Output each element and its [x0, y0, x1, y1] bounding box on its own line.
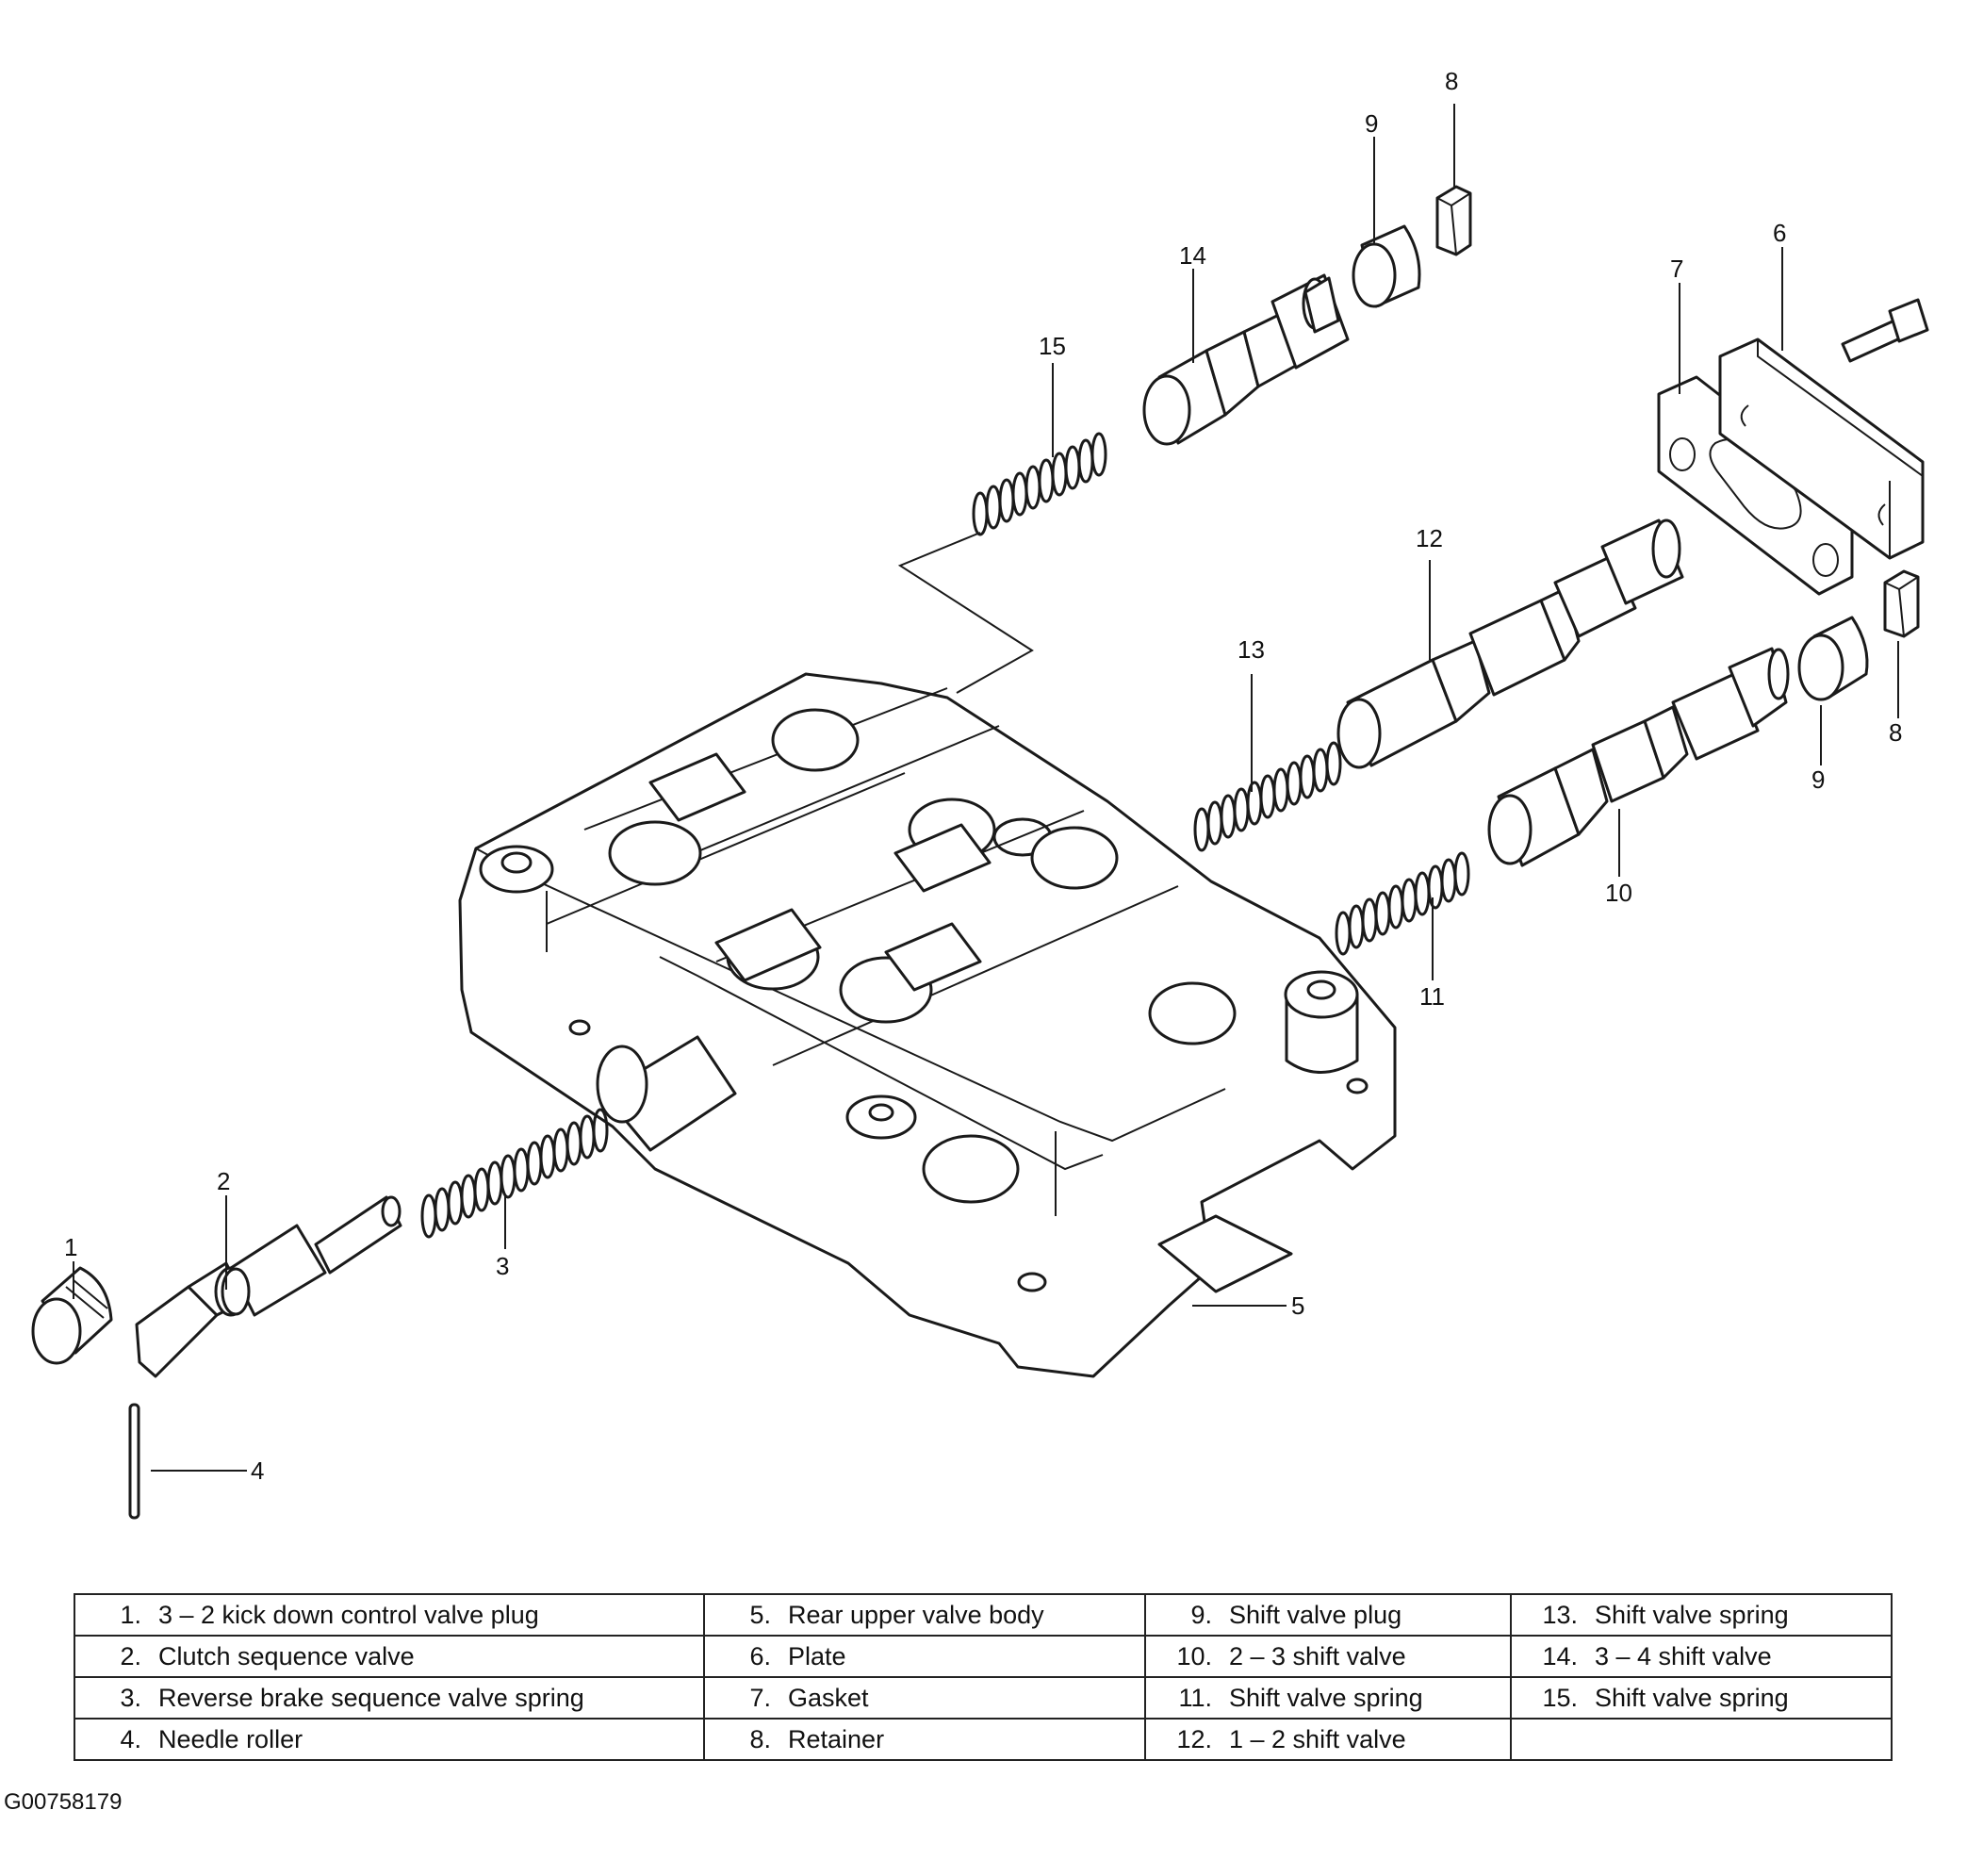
callout-13: 13	[1238, 635, 1265, 664]
callout-7: 7	[1670, 255, 1683, 283]
legend-cell	[1510, 1718, 1893, 1761]
callout-5: 5	[1291, 1292, 1304, 1320]
callout-8-right: 8	[1889, 718, 1902, 747]
legend-cell: 3.Reverse brake sequence valve spring	[74, 1676, 705, 1720]
legend-row: 3.Reverse brake sequence valve spring 7.…	[74, 1676, 1893, 1720]
callout-11: 11	[1419, 982, 1445, 1011]
legend-row: 2.Clutch sequence valve 6.Plate 10.2 – 3…	[74, 1635, 1893, 1678]
legend-cell: 12.1 – 2 shift valve	[1144, 1718, 1512, 1761]
part-3-reverse-brake-spring	[420, 1108, 609, 1239]
callout-3: 3	[496, 1252, 509, 1280]
legend-cell: 4.Needle roller	[74, 1718, 705, 1761]
part-11-shift-valve-spring	[1335, 851, 1470, 956]
part-12-1-2-shift-valve	[1336, 518, 1684, 769]
callout-14: 14	[1179, 241, 1206, 270]
legend-cell: 2.Clutch sequence valve	[74, 1635, 705, 1678]
callout-8-top: 8	[1445, 67, 1458, 95]
callout-9-top: 9	[1365, 109, 1378, 138]
callout-6: 6	[1773, 219, 1786, 247]
legend-cell: 11.Shift valve spring	[1144, 1676, 1512, 1720]
legend-row: 4.Needle roller 8.Retainer 12.1 – 2 shif…	[74, 1718, 1893, 1761]
part-6-plate	[1718, 298, 1929, 560]
callout-labels: 1 2 3 4 5 6 7 8 8 9 9 10 11 12 13 14 15	[64, 67, 1902, 1485]
part-13-shift-valve-spring	[1193, 741, 1342, 852]
legend-cell: 10.2 – 3 shift valve	[1144, 1635, 1512, 1678]
legend-row: 1.3 – 2 kick down control valve plug 5.R…	[74, 1593, 1893, 1637]
legend-cell: 9.Shift valve plug	[1144, 1593, 1512, 1637]
callout-15: 15	[1039, 332, 1066, 360]
part-10-2-3-shift-valve	[1487, 647, 1790, 867]
callout-12: 12	[1416, 524, 1443, 552]
part-14-3-4-shift-valve	[1142, 273, 1350, 446]
legend-cell: 7.Gasket	[703, 1676, 1146, 1720]
part-8-retainer-top	[1435, 185, 1472, 256]
legend-cell: 14.3 – 4 shift valve	[1510, 1635, 1893, 1678]
legend-cell: 5.Rear upper valve body	[703, 1593, 1146, 1637]
part-9-shift-valve-plug-top	[1352, 224, 1421, 308]
part-9-shift-valve-plug-right	[1797, 616, 1869, 701]
legend-cell: 15.Shift valve spring	[1510, 1676, 1893, 1720]
part-2-clutch-sequence-valve	[135, 1195, 402, 1378]
part-1-kick-down-plug	[31, 1266, 113, 1365]
part-15-shift-valve-spring	[897, 432, 1107, 694]
part-4-needle-roller	[128, 1403, 140, 1520]
legend-cell: 13.Shift valve spring	[1510, 1593, 1893, 1637]
rear-upper-valve-body	[458, 672, 1397, 1378]
figure-code: G00758179	[4, 1789, 123, 1815]
legend-cell: 1.3 – 2 kick down control valve plug	[74, 1593, 705, 1637]
parts-legend-table: 1.3 – 2 kick down control valve plug 5.R…	[74, 1593, 1893, 1761]
valve-body-exploded-diagram: 1 2 3 4 5 6 7 8 8 9 9 10 11 12 13 14 15	[31, 67, 1929, 1520]
callout-2: 2	[217, 1167, 230, 1195]
leader-lines	[73, 104, 1899, 1472]
callout-4: 4	[251, 1456, 264, 1485]
callout-9-right: 9	[1811, 765, 1825, 794]
legend-cell: 6.Plate	[703, 1635, 1146, 1678]
callout-1: 1	[64, 1233, 77, 1261]
callout-10: 10	[1605, 879, 1632, 907]
part-8-retainer-right	[1883, 569, 1920, 638]
legend-cell: 8.Retainer	[703, 1718, 1146, 1761]
